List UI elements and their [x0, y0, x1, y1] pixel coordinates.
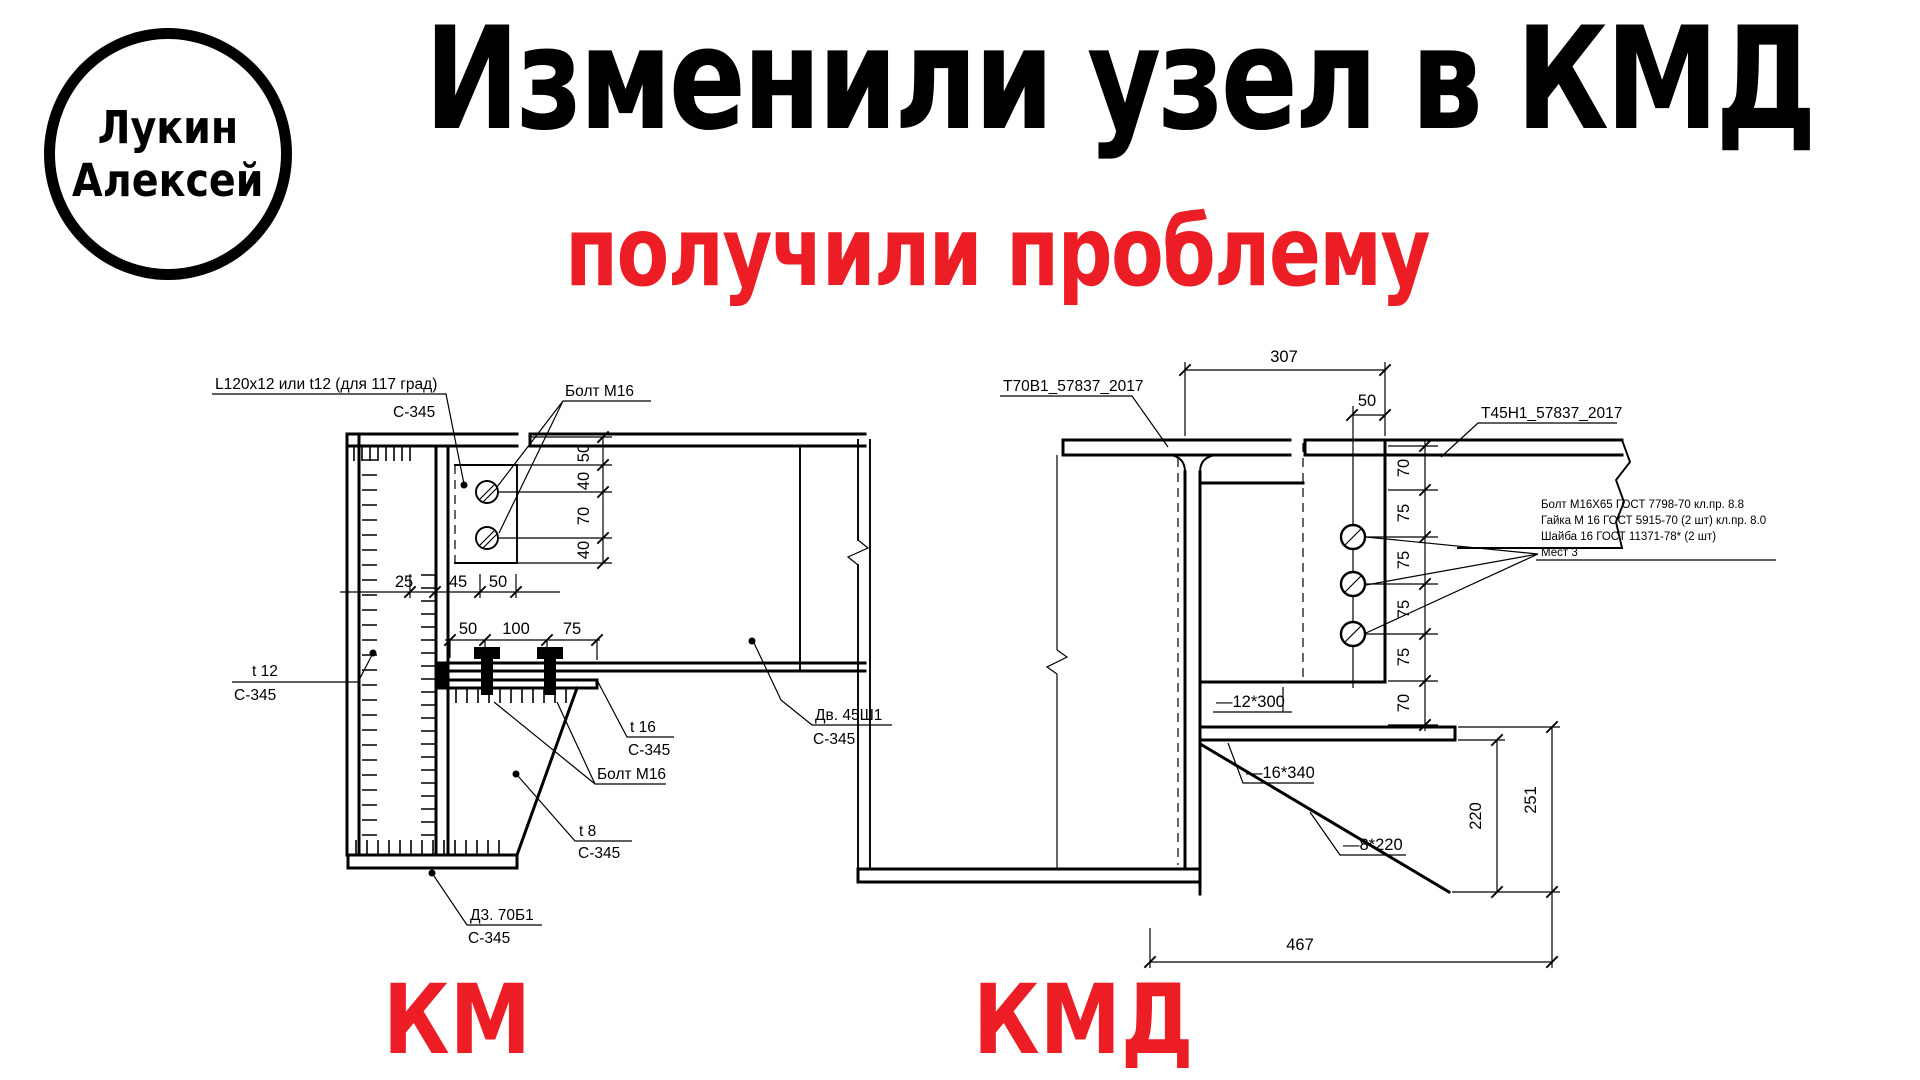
- km-bolt-label-bottom: Болт М16: [597, 766, 666, 783]
- dim-75a: 75: [1395, 504, 1413, 522]
- km-seat-plate: t 16: [630, 719, 656, 736]
- kmd-plate-12: —12*300: [1216, 693, 1285, 711]
- dim-467: 467: [1286, 936, 1314, 954]
- km-labels: L120x12 или t12 (для 117 град) С-345 Бол…: [212, 376, 892, 947]
- kmd-labels: Т70В1_57837_2017 Т45Н1_57837_2017 Болт М…: [1000, 378, 1776, 856]
- km-dim-row2: 50 100 75: [443, 620, 604, 660]
- km-dim-row1: 25 45 50: [340, 573, 560, 599]
- km-gusset-plate-grade: С-345: [578, 845, 620, 862]
- km-dim-vertical: 50 40 70 40: [499, 430, 612, 570]
- km-beam-mark: Дв. 45Ш1: [815, 707, 882, 724]
- km-angle-note: L120x12 или t12 (для 117 град): [215, 376, 437, 393]
- km-seat-plate-grade: С-345: [628, 742, 670, 759]
- dim-40: 40: [575, 472, 593, 490]
- km-web-plate-grade: С-345: [234, 687, 276, 704]
- kmd-seat-and-gusset: [1198, 725, 1457, 895]
- kmd-dim-bottom: 220 251 467: [1143, 720, 1560, 969]
- dim-45: 45: [449, 573, 467, 591]
- dim-50-offset: 50: [1358, 392, 1376, 410]
- kmd-left-mark: Т70В1_57837_2017: [1003, 378, 1144, 395]
- km-girder-section: [345, 432, 519, 870]
- km-girder-mark: Д3. 70Б1: [470, 907, 534, 924]
- km-drawing: 50 40 70 40 25 45 50 50 100 75 L120x12 и…: [212, 376, 892, 947]
- dim-75: 75: [563, 620, 581, 638]
- kmd-plate-16: —16*340: [1246, 764, 1315, 782]
- km-web-plate: t 12: [252, 663, 278, 680]
- dim-50b: 50: [489, 573, 507, 591]
- kmd-beam: [1303, 438, 1632, 550]
- kmd-dim-top: 307 50: [1178, 348, 1392, 436]
- dim-307: 307: [1270, 348, 1298, 366]
- logo-name-line1: Лукин: [97, 100, 239, 154]
- km-seat-and-gusset: [455, 647, 579, 857]
- kmd-girder-section: [846, 438, 1292, 896]
- km-bolt-label-top: Болт М16: [565, 383, 634, 400]
- dim-25: 25: [395, 573, 413, 591]
- km-caption: КМ: [383, 964, 531, 1076]
- channel-logo: Лукин Алексей: [44, 28, 292, 280]
- kmd-dim-vertical: 70 75 75 75 75 70: [1366, 439, 1438, 732]
- kmd-fin-plate: [1198, 406, 1387, 688]
- km-beam-grade: С-345: [813, 731, 855, 748]
- dim-70: 70: [1395, 459, 1413, 477]
- dim-75b: 75: [1395, 551, 1413, 569]
- km-gusset-plate: t 8: [579, 823, 596, 840]
- km-beam: [435, 432, 867, 690]
- km-angle-grade: С-345: [393, 404, 435, 421]
- main-title: Изменили узел в КМД: [424, 0, 1817, 162]
- dim-40b: 40: [575, 541, 593, 559]
- dim-100: 100: [502, 620, 530, 638]
- subtitle-warning: получили проблему: [565, 196, 1430, 308]
- dim-220: 220: [1467, 802, 1485, 830]
- kmd-caption: КМД: [973, 964, 1194, 1076]
- dim-75d: 75: [1395, 648, 1413, 666]
- kmd-right-mark: Т45Н1_57837_2017: [1481, 405, 1622, 422]
- kmd-bolt-note-2: Гайка М 16 ГОСТ 5915-70 (2 шт) кл.пр. 8.…: [1541, 515, 1766, 527]
- dim-50c: 50: [459, 620, 477, 638]
- kmd-bolt-note-4: Мест 3: [1541, 547, 1578, 559]
- dim-70: 70: [575, 507, 593, 525]
- kmd-bolt-note-3: Шайба 16 ГОСТ 11371-78* (2 шт): [1541, 531, 1716, 543]
- kmd-bolt-note-1: Болт М16Х65 ГОСТ 7798-70 кл.пр. 8.8: [1541, 499, 1744, 511]
- kmd-drawing: 307 50 70 75 75 75 75 70 220 251 467: [846, 348, 1776, 969]
- dim-70b: 70: [1395, 694, 1413, 712]
- km-angle-bracket: [454, 464, 518, 564]
- dim-50: 50: [575, 444, 593, 462]
- logo-name-line2: Алексей: [72, 154, 264, 207]
- kmd-plate-8: —8*220: [1343, 836, 1403, 854]
- km-girder-grade: С-345: [468, 930, 510, 947]
- dim-251: 251: [1522, 786, 1540, 814]
